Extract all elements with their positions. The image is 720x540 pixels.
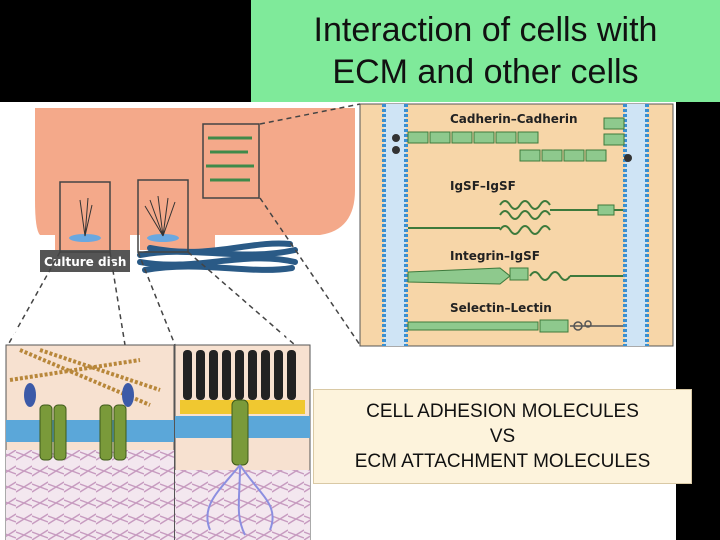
slide-title-line-2: ECM and other cells: [332, 53, 639, 91]
label-hemidesmosome: Hemidesmosome: [178, 329, 303, 344]
catenin-dot: [392, 146, 400, 154]
label-cadherin: Cadherin–Cadherin: [450, 112, 578, 126]
mini-junction-lines: [206, 136, 254, 182]
catenin-dot: [624, 154, 632, 162]
membrane-left: [382, 104, 408, 346]
caption-line-1: CELL ADHESION MOLECULES: [366, 401, 639, 422]
focal-ecm: [6, 450, 174, 540]
slide-title-line-1: Interaction of cells with: [313, 11, 658, 49]
igsf-domain: [597, 204, 615, 216]
culture-dish: [40, 250, 130, 272]
cadherin-molecules: [407, 117, 625, 162]
membrane-right: [623, 104, 649, 346]
focal-contact-right: [147, 234, 179, 242]
label-selectin: Selectin–Lectin: [450, 301, 552, 315]
integrin-molecules: [407, 267, 529, 285]
label-focal-adhesion: Focal adhesion: [12, 329, 121, 344]
hemidesmosome-integrin: [231, 399, 249, 466]
inset-box-hemidesmosome: [137, 179, 189, 253]
catenin-dot: [392, 134, 400, 142]
anchoring-fibrils: [206, 464, 274, 536]
caption-line-2: VS: [489, 426, 516, 447]
inset-box-adhesion: [202, 123, 260, 199]
focal-contact-left: [69, 234, 101, 242]
focal-adaptors: [24, 383, 134, 407]
selectin-molecules: [407, 319, 569, 333]
cell-protrusion-right: [140, 190, 215, 250]
keratin-filaments: [183, 350, 296, 400]
caption-line-3: ECM ATTACHMENT MOLECULES: [354, 451, 651, 472]
label-igsf: IgSF–IgSF: [450, 179, 516, 193]
title-banner: Interaction of cells with ECM and other …: [251, 0, 720, 102]
focal-integrins: [39, 404, 127, 461]
inset-box-focal: [59, 181, 111, 253]
culture-dish-label: Culture dish: [44, 255, 126, 269]
focal-membrane: [6, 420, 174, 442]
lectin-ligand: [570, 320, 623, 331]
caption-box: CELL ADHESION MOLECULES VS ECM ATTACHMEN…: [313, 389, 692, 484]
cell-protrusion-left: [55, 190, 130, 250]
integrin-ligand: [529, 271, 623, 281]
dashed-connectors: [7, 103, 361, 346]
filopodia: [79, 195, 176, 237]
label-integrin: Integrin–IgSF: [450, 249, 540, 263]
